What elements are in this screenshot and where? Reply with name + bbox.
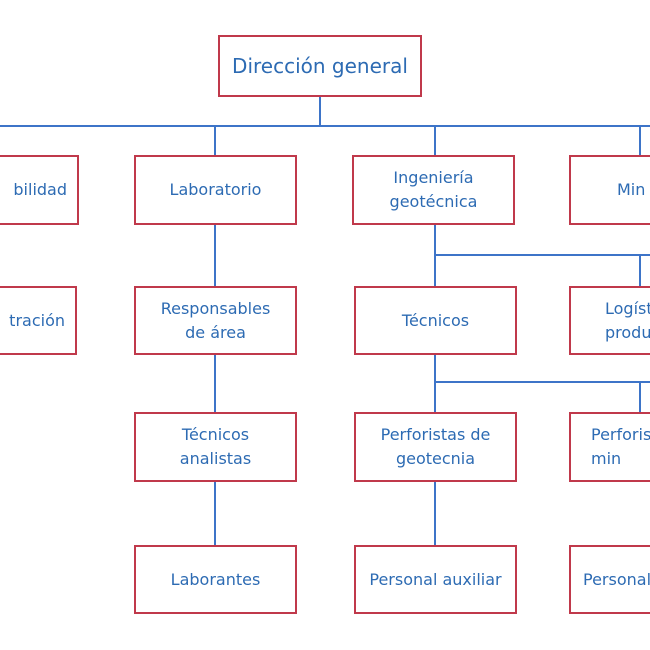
node-tecnicos-analistas: Técnicos analistas xyxy=(134,412,297,482)
node-label: Min xyxy=(617,180,646,199)
node-label: Laboratorio xyxy=(169,180,262,199)
node-direccion-general: Dirección general xyxy=(218,35,422,97)
node-label: Ingeniería geotécnica xyxy=(389,168,478,211)
node-laboratorio: Laboratorio xyxy=(134,155,297,225)
node-responsables-de-area: Responsables de área xyxy=(134,286,297,355)
node-label: Laborantes xyxy=(170,569,261,589)
node-administracion: tración xyxy=(0,286,77,355)
node-label: Perforis min xyxy=(591,425,650,468)
node-label: Personal auxiliar xyxy=(369,569,502,589)
node-personal-auxiliar: Personal auxiliar xyxy=(354,545,517,614)
node-label: Dirección general xyxy=(232,54,408,78)
node-perforistas-de-geotecnia: Perforistas de geotecnia xyxy=(354,412,517,482)
node-laborantes: Laborantes xyxy=(134,545,297,614)
node-contabilidad: bilidad xyxy=(0,155,79,225)
node-label: Técnicos xyxy=(401,310,470,330)
node-mineria: Min xyxy=(569,155,650,225)
node-label: Personal xyxy=(583,569,650,589)
node-personal-mineria: Personal xyxy=(569,545,650,614)
node-label: Perforistas de geotecnia xyxy=(380,425,491,468)
node-label: tración xyxy=(9,310,65,330)
node-label: Responsables de área xyxy=(160,298,271,342)
node-perforistas-mineria: Perforis min xyxy=(569,412,650,482)
node-ingenieria-geotecnica: Ingeniería geotécnica xyxy=(352,155,515,225)
node-label: Técnicos analistas xyxy=(179,425,252,468)
node-label: Logíst produ xyxy=(605,298,650,342)
node-logistica-produccion: Logíst produ xyxy=(569,286,650,355)
node-label: bilidad xyxy=(13,180,67,199)
node-tecnicos: Técnicos xyxy=(354,286,517,355)
